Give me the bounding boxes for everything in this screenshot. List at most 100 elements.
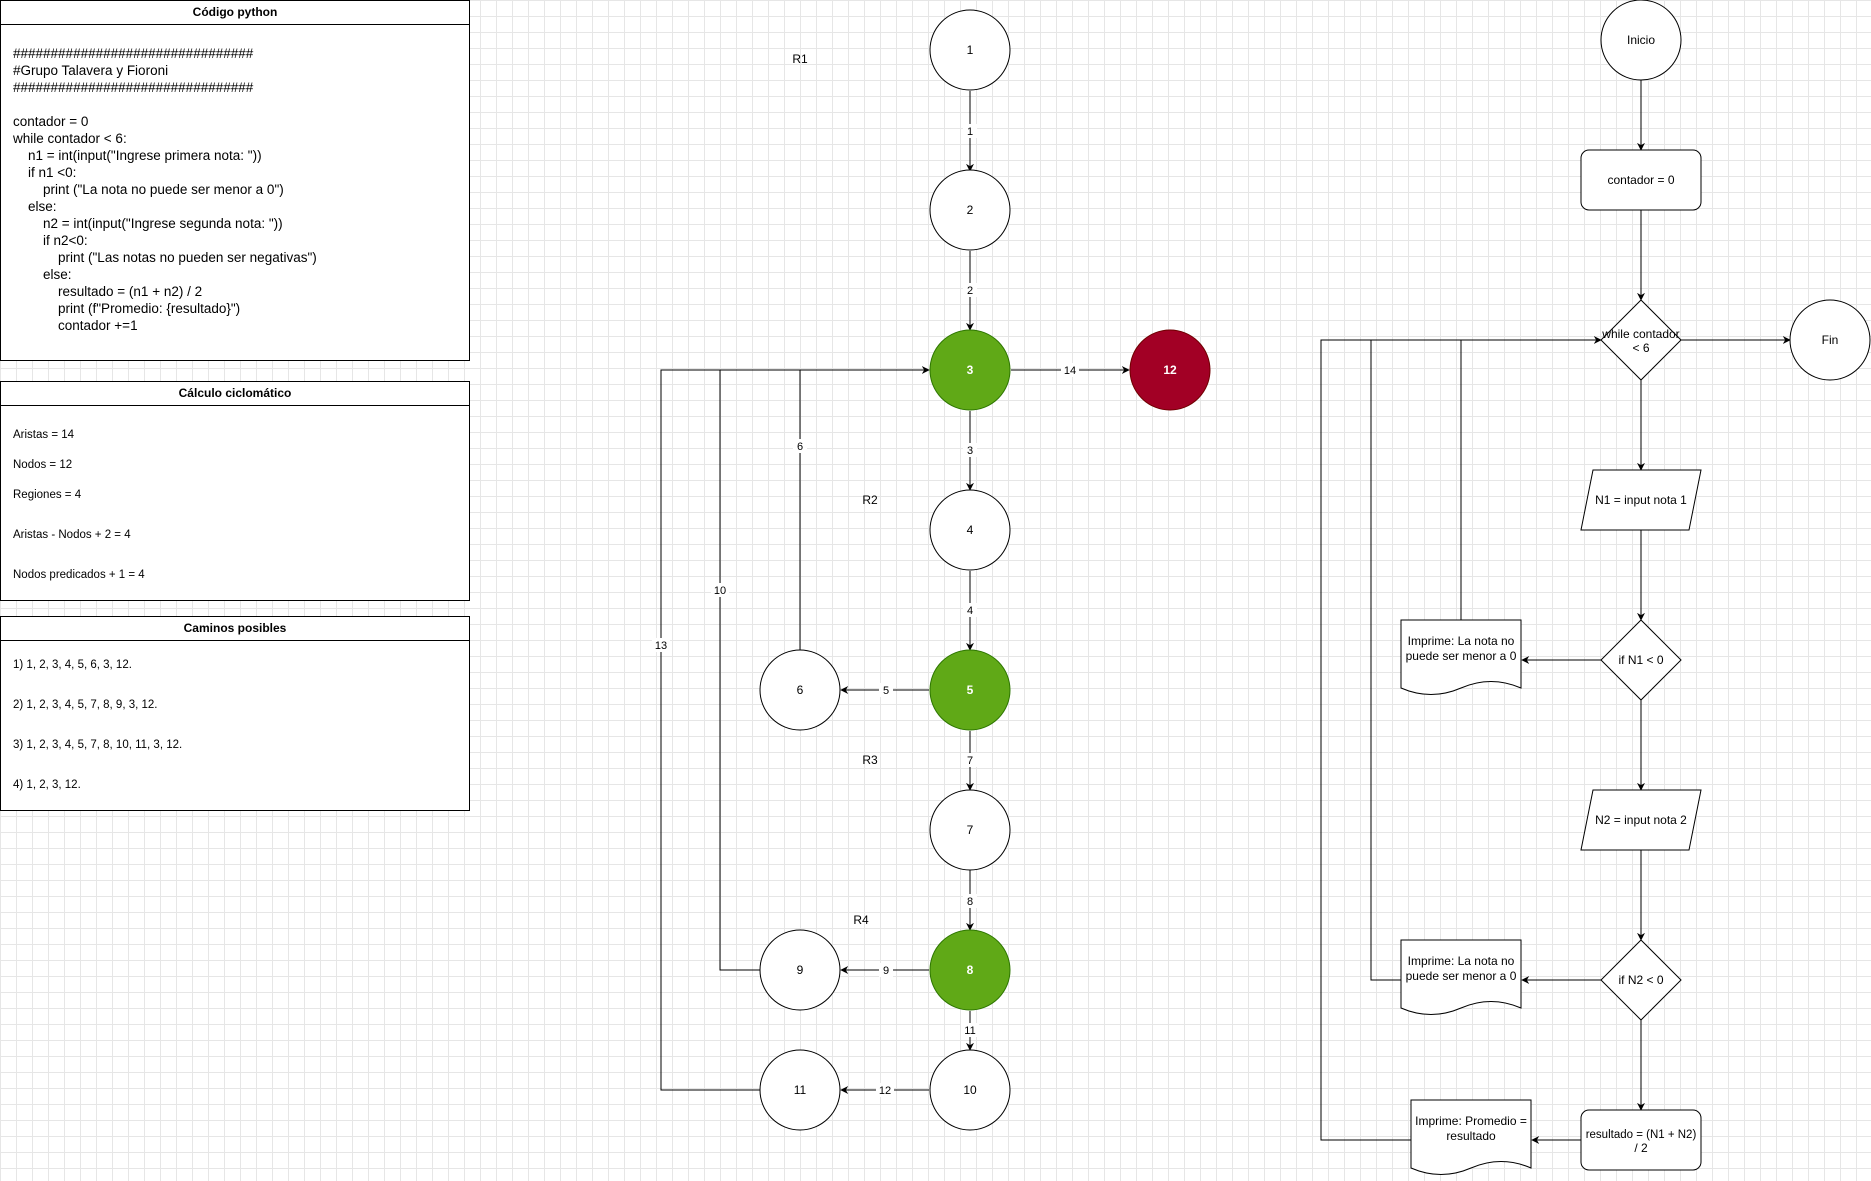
- node-label-8: 8: [967, 963, 974, 977]
- node-label-4: 4: [967, 523, 974, 537]
- edge-label-1: 1: [967, 126, 973, 138]
- edge-label-7: 7: [967, 755, 973, 767]
- flowchart-shapes: [1400, 0, 1871, 1175]
- region-label-r1: R1: [792, 52, 808, 66]
- code-line: print ("La nota no puede ser menor a 0"): [13, 182, 284, 197]
- path-item: 1) 1, 2, 3, 4, 5, 6, 3, 12.: [13, 659, 132, 671]
- if1-label: if N1 < 0: [1618, 653, 1663, 667]
- regiones-text: Regiones = 4: [13, 489, 82, 501]
- code-line: while contador < 6:: [13, 131, 127, 146]
- edge-label-11: 11: [964, 1025, 975, 1037]
- edge-10: [719, 370, 760, 971]
- node-6: [759, 649, 841, 731]
- edge-label-4: 4: [967, 605, 973, 617]
- print3-label-line2: resultado: [1446, 1129, 1496, 1143]
- print2-label-line2: puede ser menor a 0: [1406, 969, 1517, 983]
- code-panel: Código python ##########################…: [0, 0, 470, 361]
- code-line: contador +=1: [13, 318, 138, 333]
- node-10: [929, 1049, 1011, 1131]
- while-label-line2: < 6: [1632, 341, 1649, 355]
- code-line: n2 = int(input("Ingrese segunda nota: ")…: [13, 216, 283, 231]
- print2-label-line1: Imprime: La nota no: [1408, 954, 1515, 968]
- code-line: if n1 <0:: [13, 165, 77, 180]
- code-line: print ("Las notas no pueden ser negativa…: [13, 250, 317, 265]
- node-label-10: 10: [963, 1083, 977, 1097]
- contador-label: contador = 0: [1607, 173, 1674, 187]
- if1-decision: [1600, 619, 1682, 701]
- node-2: [929, 169, 1011, 251]
- paths-panel: Caminos posibles 1) 1, 2, 3, 4, 5, 6, 3,…: [0, 616, 470, 811]
- node-label-9: 9: [797, 963, 804, 977]
- flowchart-labels: Inicio contador = 0 while contador < 6 F…: [1406, 33, 1839, 1155]
- code-line: if n2<0:: [13, 233, 88, 248]
- node-5: [929, 649, 1011, 731]
- code-line: ################################: [13, 80, 254, 95]
- print3-label-line1: Imprime: Promedio =: [1415, 1114, 1527, 1128]
- node-4: [929, 489, 1011, 571]
- region-label-r4: R4: [853, 913, 869, 927]
- input2-label: N2 = input nota 2: [1595, 813, 1687, 827]
- node-7: [929, 789, 1011, 871]
- if2-decision: [1600, 939, 1682, 1021]
- edge-label-13: 13: [655, 640, 667, 652]
- paths-panel-title: Caminos posibles: [1, 617, 469, 641]
- edge-label-12: 12: [879, 1085, 891, 1097]
- node-label-11: 11: [794, 1083, 807, 1097]
- edge-label-3: 3: [967, 445, 973, 457]
- code-line: ################################: [13, 46, 254, 61]
- fin-node: [1789, 299, 1871, 381]
- node-label-1: 1: [967, 43, 974, 57]
- node-12: [1129, 329, 1211, 411]
- flow-graph-edges: [660, 91, 1130, 1094]
- edge-labels: 1 2 3 4 5 6 7 8 9 10 11 12 13 14: [652, 124, 1079, 1097]
- aristas-text: Aristas = 14: [13, 429, 75, 441]
- calc-panel: Cálculo ciclomático Aristas = 14 Nodos =…: [0, 381, 470, 601]
- print3-document: [1410, 1099, 1532, 1175]
- inicio-label: Inicio: [1627, 33, 1655, 47]
- flowchart-edges: [1320, 80, 1791, 1144]
- print1-document: [1400, 619, 1522, 695]
- inicio-node: [1600, 0, 1682, 81]
- formula-predicados: Nodos predicados + 1 = 4: [13, 569, 145, 581]
- code-line: resultado = (n1 + n2) / 2: [13, 284, 203, 299]
- edge-label-8: 8: [967, 896, 973, 908]
- if2-label: if N2 < 0: [1618, 973, 1663, 987]
- node-9: [759, 929, 841, 1011]
- fin-label: Fin: [1822, 333, 1839, 347]
- print1-label-line2: puede ser menor a 0: [1406, 649, 1517, 663]
- node-11: [759, 1049, 841, 1131]
- edge-label-14: 14: [1064, 365, 1076, 377]
- code-line: contador = 0: [13, 114, 89, 129]
- node-8: [929, 929, 1011, 1011]
- while-label-line1: while contador: [1601, 327, 1679, 341]
- edge-label-6: 6: [797, 441, 803, 453]
- code-line: n1 = int(input("Ingrese primera nota: ")…: [13, 148, 262, 163]
- node-label-3: 3: [967, 363, 974, 377]
- print1-label-line1: Imprime: La nota no: [1408, 634, 1515, 648]
- node-3: [929, 329, 1011, 411]
- node-1: [929, 9, 1011, 91]
- print2-document: [1400, 939, 1522, 1015]
- path-item: 2) 1, 2, 3, 4, 5, 7, 8, 9, 3, 12.: [13, 699, 158, 711]
- code-line: else:: [13, 267, 72, 282]
- code-line: print (f"Promedio: {resultado}"): [13, 301, 241, 316]
- edge-label-5: 5: [883, 685, 889, 697]
- flow-graph-node-labels: 1 2 3 12 4 5 6 7 8 9 10 11: [794, 43, 1177, 1097]
- fc-edge-print2-loop: [1370, 340, 1401, 981]
- resultado-box: [1580, 1109, 1702, 1171]
- region-label-r2: R2: [862, 493, 878, 507]
- node-label-6: 6: [797, 683, 804, 697]
- resultado-label-line1: resultado = (N1 + N2): [1586, 1129, 1697, 1141]
- flow-graph-nodes: [759, 9, 1211, 1131]
- path-item: 3) 1, 2, 3, 4, 5, 7, 8, 10, 11, 3, 12.: [13, 739, 183, 751]
- node-label-5: 5: [967, 683, 974, 697]
- input1-parallelogram: [1580, 469, 1702, 531]
- code-panel-title: Código python: [1, 1, 469, 25]
- code-line: #Grupo Talavera y Fioroni: [13, 63, 169, 78]
- path-item: 4) 1, 2, 3, 12.: [13, 779, 81, 791]
- region-labels: R1 R2 R3 R4: [792, 52, 878, 927]
- node-label-7: 7: [967, 823, 974, 837]
- input1-label: N1 = input nota 1: [1595, 493, 1687, 507]
- nodos-text: Nodos = 12: [13, 459, 73, 471]
